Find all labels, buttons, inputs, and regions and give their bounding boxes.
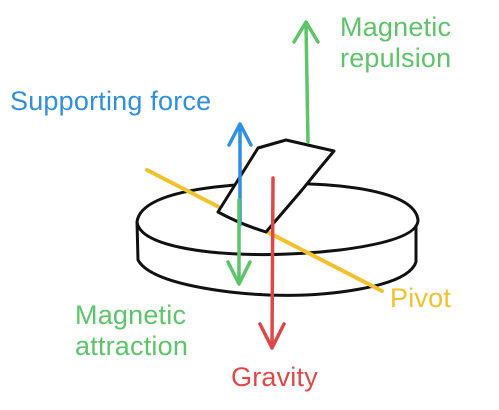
disc-top-ellipse <box>135 181 420 257</box>
disc <box>135 181 420 297</box>
magnetic-attraction-label-line2: attraction <box>75 331 189 361</box>
disc-bottom-rim <box>135 220 418 297</box>
magnetic-attraction-arrow <box>226 198 252 286</box>
magnetic-repulsion-label-line2: repulsion <box>340 43 452 73</box>
supporting-force-label: Supporting force <box>10 86 212 116</box>
magnetic-attraction-label-line1: Magnetic <box>75 300 187 330</box>
pivot-label: Pivot <box>390 283 452 313</box>
gravity-label: Gravity <box>231 362 318 392</box>
magnetic-repulsion-label-line1: Magnetic <box>340 12 452 42</box>
magnetic-repulsion-label: Magnetic repulsion <box>340 12 451 74</box>
gravity-arrow <box>258 176 286 350</box>
magnet-block <box>216 138 336 234</box>
magnetic-attraction-label: Magnetic attraction <box>75 300 188 362</box>
magnetic-repulsion-arrow <box>292 20 320 144</box>
